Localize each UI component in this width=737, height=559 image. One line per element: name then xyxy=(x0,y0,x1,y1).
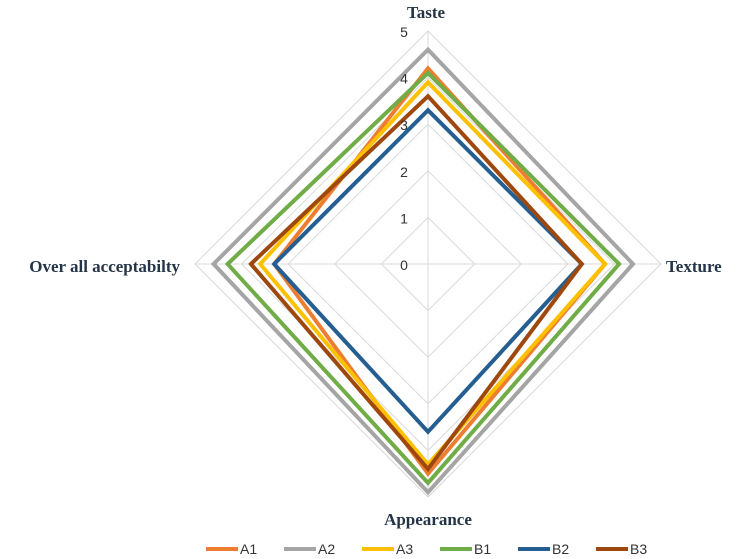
axis-label-overall-acceptability: Over all acceptabilty xyxy=(29,257,180,276)
grid xyxy=(194,30,662,498)
tick-label-5: 5 xyxy=(400,24,408,40)
series-a3 xyxy=(257,79,608,468)
axis-label-texture: Texture xyxy=(666,257,722,276)
series-a1 xyxy=(271,65,608,477)
series-b2 xyxy=(271,107,585,435)
axis-label-taste: Taste xyxy=(407,3,446,22)
tick-label-2: 2 xyxy=(400,164,408,180)
tick-label-4: 4 xyxy=(400,71,408,87)
tick-label-1: 1 xyxy=(400,210,408,226)
legend: A1 A2 A3 B1 B2 B3 xyxy=(206,541,647,557)
legend-label-b2: B2 xyxy=(552,541,569,557)
axis-label-appearance: Appearance xyxy=(384,510,472,529)
legend-label-a2: A2 xyxy=(318,541,335,557)
legend-label-b3: B3 xyxy=(630,541,647,557)
series-b1 xyxy=(224,70,622,487)
legend-label-a3: A3 xyxy=(396,541,413,557)
tick-label-0: 0 xyxy=(400,257,408,273)
legend-label-a1: A1 xyxy=(240,541,257,557)
tick-label-3: 3 xyxy=(400,117,408,133)
series-layer xyxy=(210,46,636,496)
series-a2 xyxy=(210,46,636,496)
radial-tick-labels: 0 1 2 3 4 5 xyxy=(400,24,408,273)
legend-label-b1: B1 xyxy=(474,541,491,557)
series-b3 xyxy=(248,93,585,473)
